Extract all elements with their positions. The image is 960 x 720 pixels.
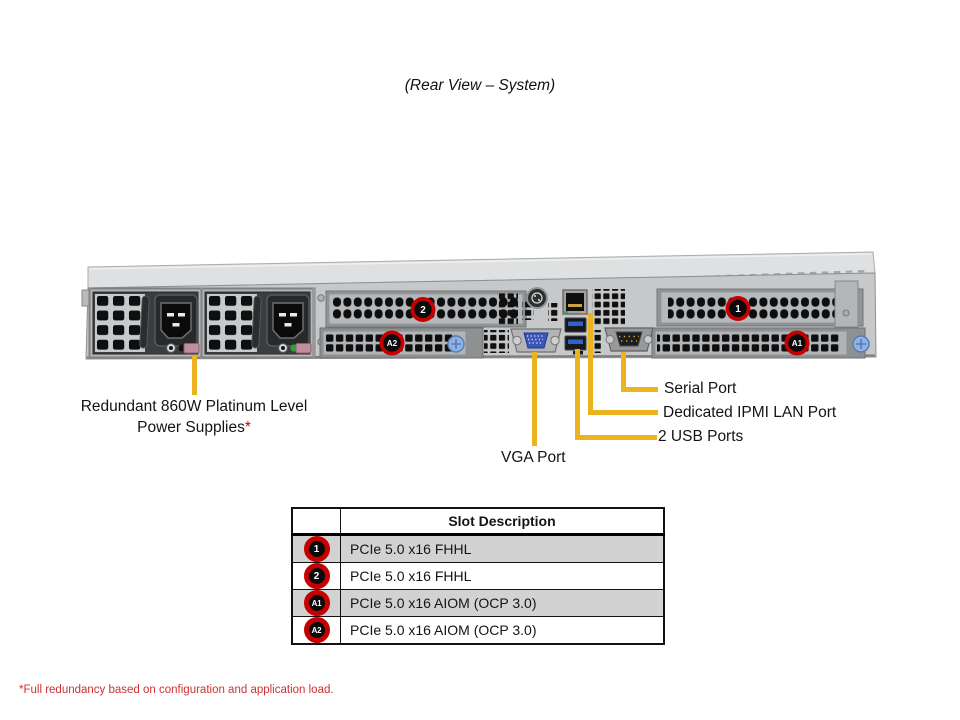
serial-port (604, 327, 654, 352)
callout-line-ipmi (588, 410, 658, 415)
psu-module-2 (201, 288, 314, 358)
table-row: 2 PCIe 5.0 x16 FHHL (291, 562, 665, 590)
svg-text:A1: A1 (792, 339, 803, 348)
table-header-row: Slot Description (291, 507, 665, 536)
aiom-slot-a2 (319, 327, 484, 359)
callout-badge-slot1: 1 (725, 296, 751, 321)
panel-screw (317, 294, 325, 302)
psu-release-latch (183, 343, 200, 354)
callout-line-usb (575, 349, 580, 440)
svg-text:A2: A2 (387, 339, 398, 348)
callout-line-vga (532, 352, 537, 446)
psu-label-line1: Redundant 860W Platinum Level (80, 398, 308, 415)
pcie-slot-1 (656, 280, 864, 328)
ipmi-lan-label: Dedicated IPMI LAN Port (663, 404, 837, 421)
table-row: A2 PCIe 5.0 x16 AIOM (OCP 3.0) (291, 616, 665, 645)
server-rear-view-illustration: 2 1 A2 A1 (81, 251, 877, 360)
header-badge-column (291, 507, 341, 536)
panel-screw (842, 309, 850, 317)
chassis-emblem-icon (526, 287, 548, 309)
slot-description: PCIe 5.0 x16 AIOM (OCP 3.0) (340, 616, 665, 645)
ipmi-lan-port (562, 289, 588, 315)
psu-label-line2: Power Supplies* (137, 419, 251, 436)
mounting-ear (81, 289, 90, 307)
callout-line-serial (621, 352, 626, 392)
diagram-title: (Rear View – System) (404, 77, 556, 94)
thumbscrew (447, 335, 465, 353)
redundancy-footnote: *Full redundancy based on configuration … (19, 684, 334, 696)
psu-label: Redundant 860W Platinum Level Power Supp… (52, 396, 336, 438)
callout-badge-a2: A2 (379, 330, 405, 356)
aiom-slot-a1 (651, 327, 870, 359)
slot-description: PCIe 5.0 x16 FHHL (340, 562, 665, 590)
usb-port-1 (564, 317, 587, 333)
callout-line-ipmi (588, 313, 593, 415)
svg-text:1: 1 (735, 304, 741, 315)
serial-port-label: Serial Port (664, 380, 737, 397)
psu-module-1 (89, 288, 202, 358)
psu-asterisk: * (244, 419, 251, 436)
psu-handle (251, 295, 262, 349)
slot-badge-a2: A2 (303, 617, 330, 643)
psu-release-latch (295, 343, 312, 354)
vga-port-label: VGA Port (501, 449, 566, 466)
callout-line-serial (621, 387, 658, 392)
psu-handle (139, 295, 150, 349)
slot-description: PCIe 5.0 x16 FHHL (340, 534, 665, 563)
svg-text:2: 2 (420, 305, 426, 316)
power-supply-bay (88, 287, 316, 359)
ac-inlet-icon (266, 294, 310, 347)
table-header-label: Slot Description (340, 507, 665, 536)
table-row: A1 PCIe 5.0 x16 AIOM (OCP 3.0) (291, 589, 665, 617)
callout-line-usb (575, 435, 657, 440)
slot-description-table: Slot Description 1 PCIe 5.0 x16 FHHL 2 P… (291, 507, 665, 645)
usb-ports-label: 2 USB Ports (658, 428, 744, 445)
slot-badge-a1: A1 (303, 590, 330, 616)
callout-line-psu (192, 356, 197, 395)
vga-port (510, 328, 562, 353)
ac-inlet-icon (154, 294, 198, 347)
slot-badge-1: 1 (303, 536, 330, 562)
callout-badge-a1: A1 (784, 330, 810, 356)
thumbscrew (852, 335, 870, 353)
slot-badge-2: 2 (303, 563, 330, 589)
slot-description: PCIe 5.0 x16 AIOM (OCP 3.0) (340, 589, 665, 617)
vent-grids (484, 289, 625, 353)
callout-badge-slot2: 2 (410, 297, 436, 322)
table-row: 1 PCIe 5.0 x16 FHHL (291, 534, 665, 563)
slot-bracket (834, 280, 859, 328)
